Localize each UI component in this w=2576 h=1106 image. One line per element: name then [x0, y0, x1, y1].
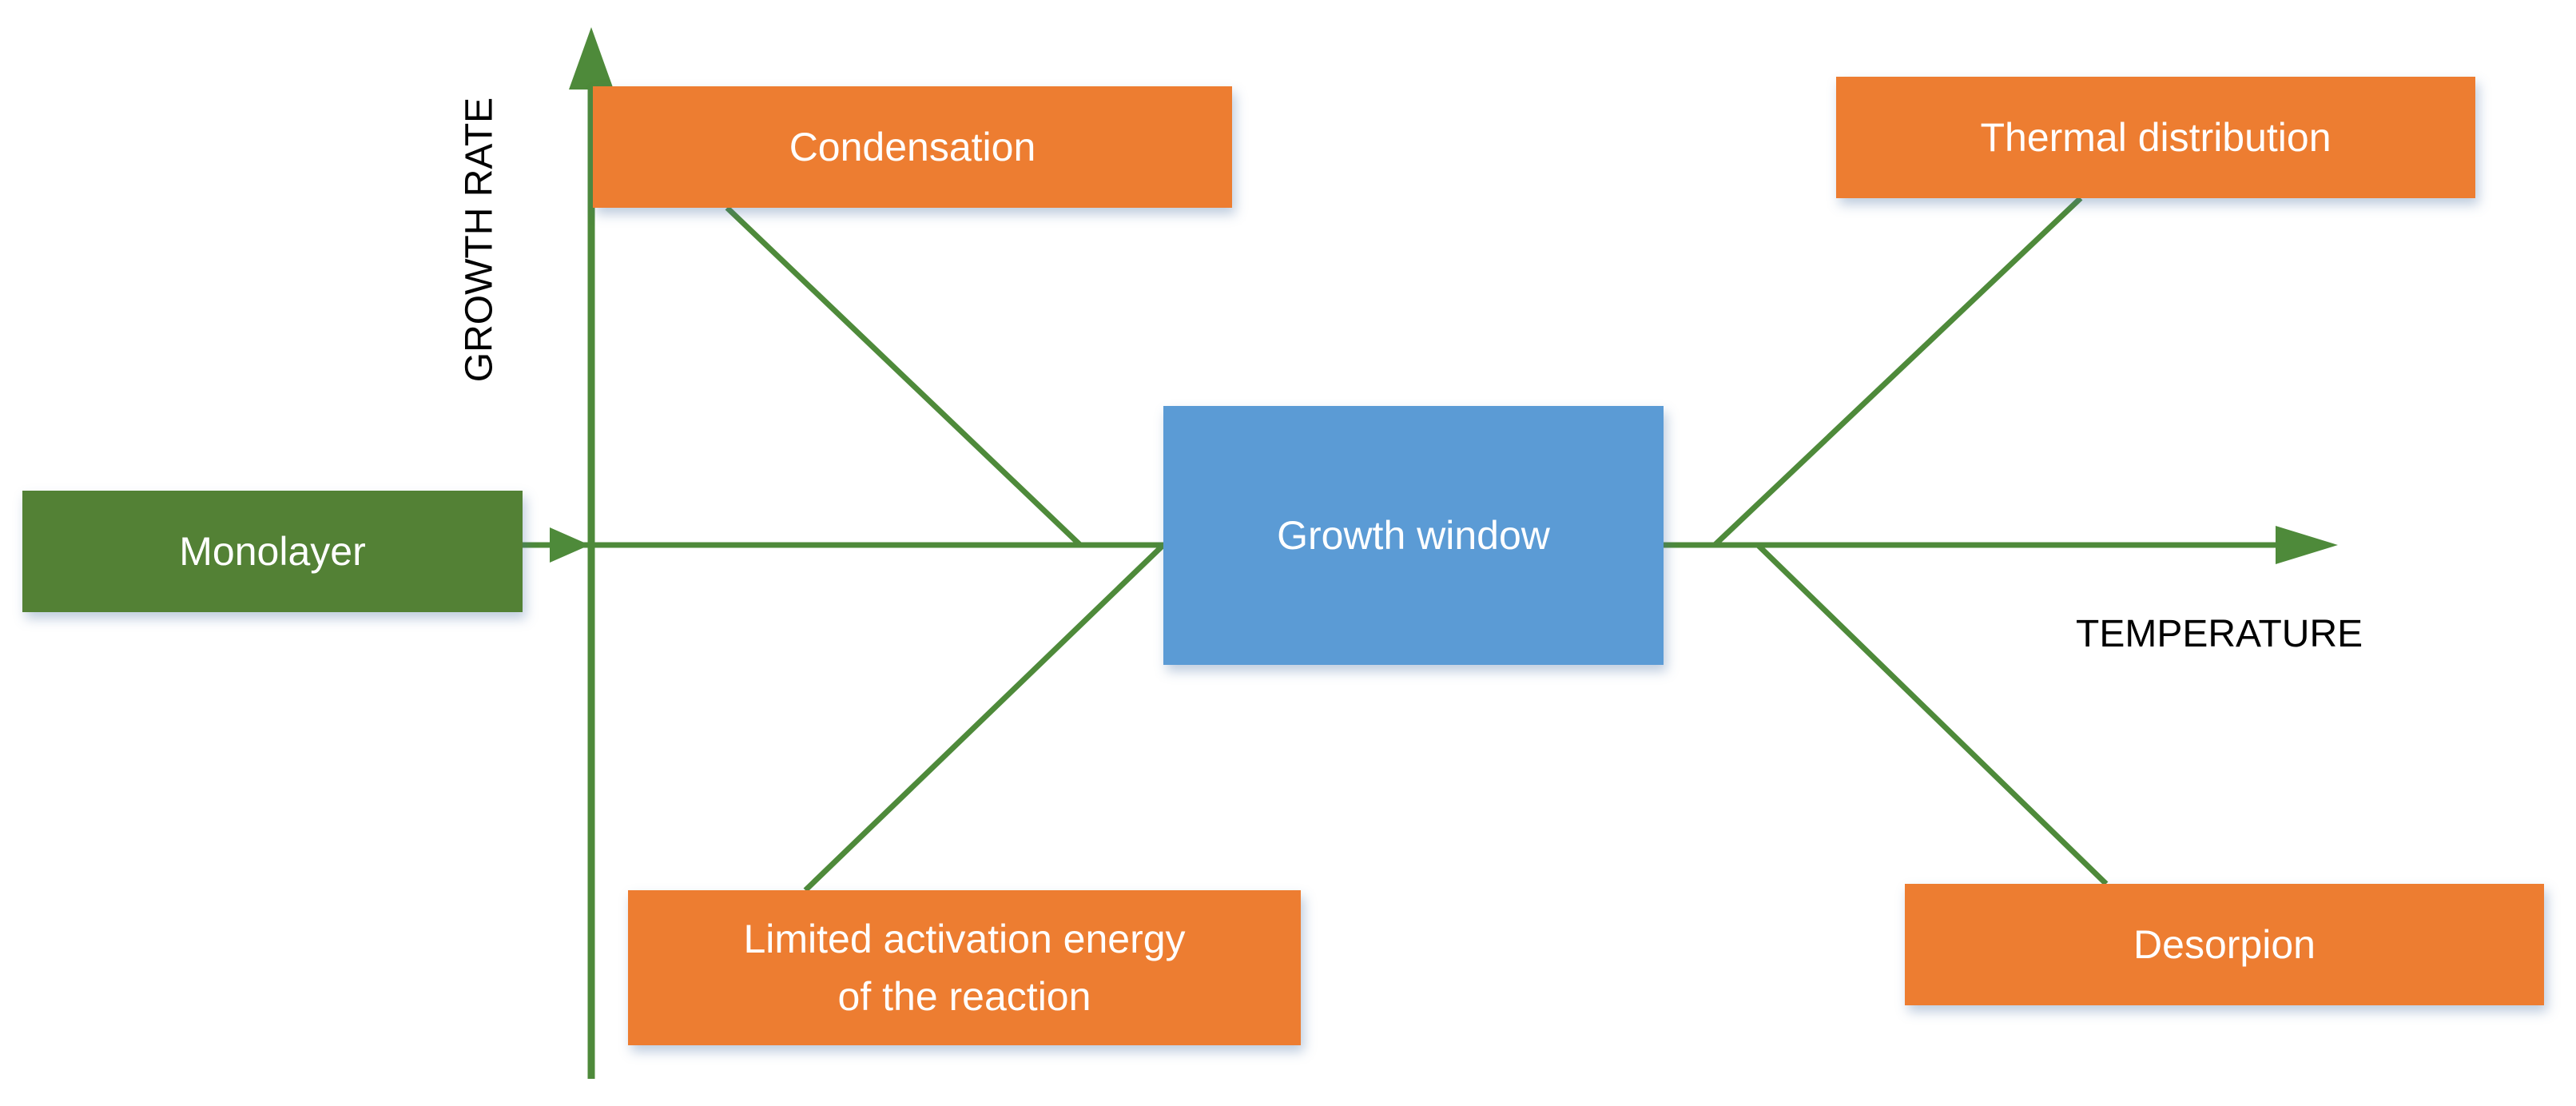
x-axis-label: TEMPERATURE: [2076, 613, 2363, 655]
y-axis-label: GROWTH RATE: [458, 97, 501, 383]
thermal-distribution-branch: [1712, 196, 2083, 547]
monolayer-box: Monolayer: [22, 491, 523, 612]
desorpion-branch: [1755, 543, 2109, 886]
x-axis-arrowhead: [2276, 526, 2338, 564]
limited-activation-energy-box: Limited activation energy of the reactio…: [628, 890, 1301, 1045]
thermal-distribution-box: Thermal distribution: [1836, 77, 2475, 198]
condensation-branch: [725, 205, 1083, 547]
limited-activation-branch: [803, 543, 1166, 893]
y-axis-arrowhead: [569, 27, 614, 90]
desorpion-box: Desorpion: [1905, 884, 2544, 1005]
condensation-box: Condensation: [593, 86, 1232, 208]
monolayer-arrowhead: [550, 527, 590, 563]
growth-window-box: Growth window: [1163, 406, 1664, 665]
